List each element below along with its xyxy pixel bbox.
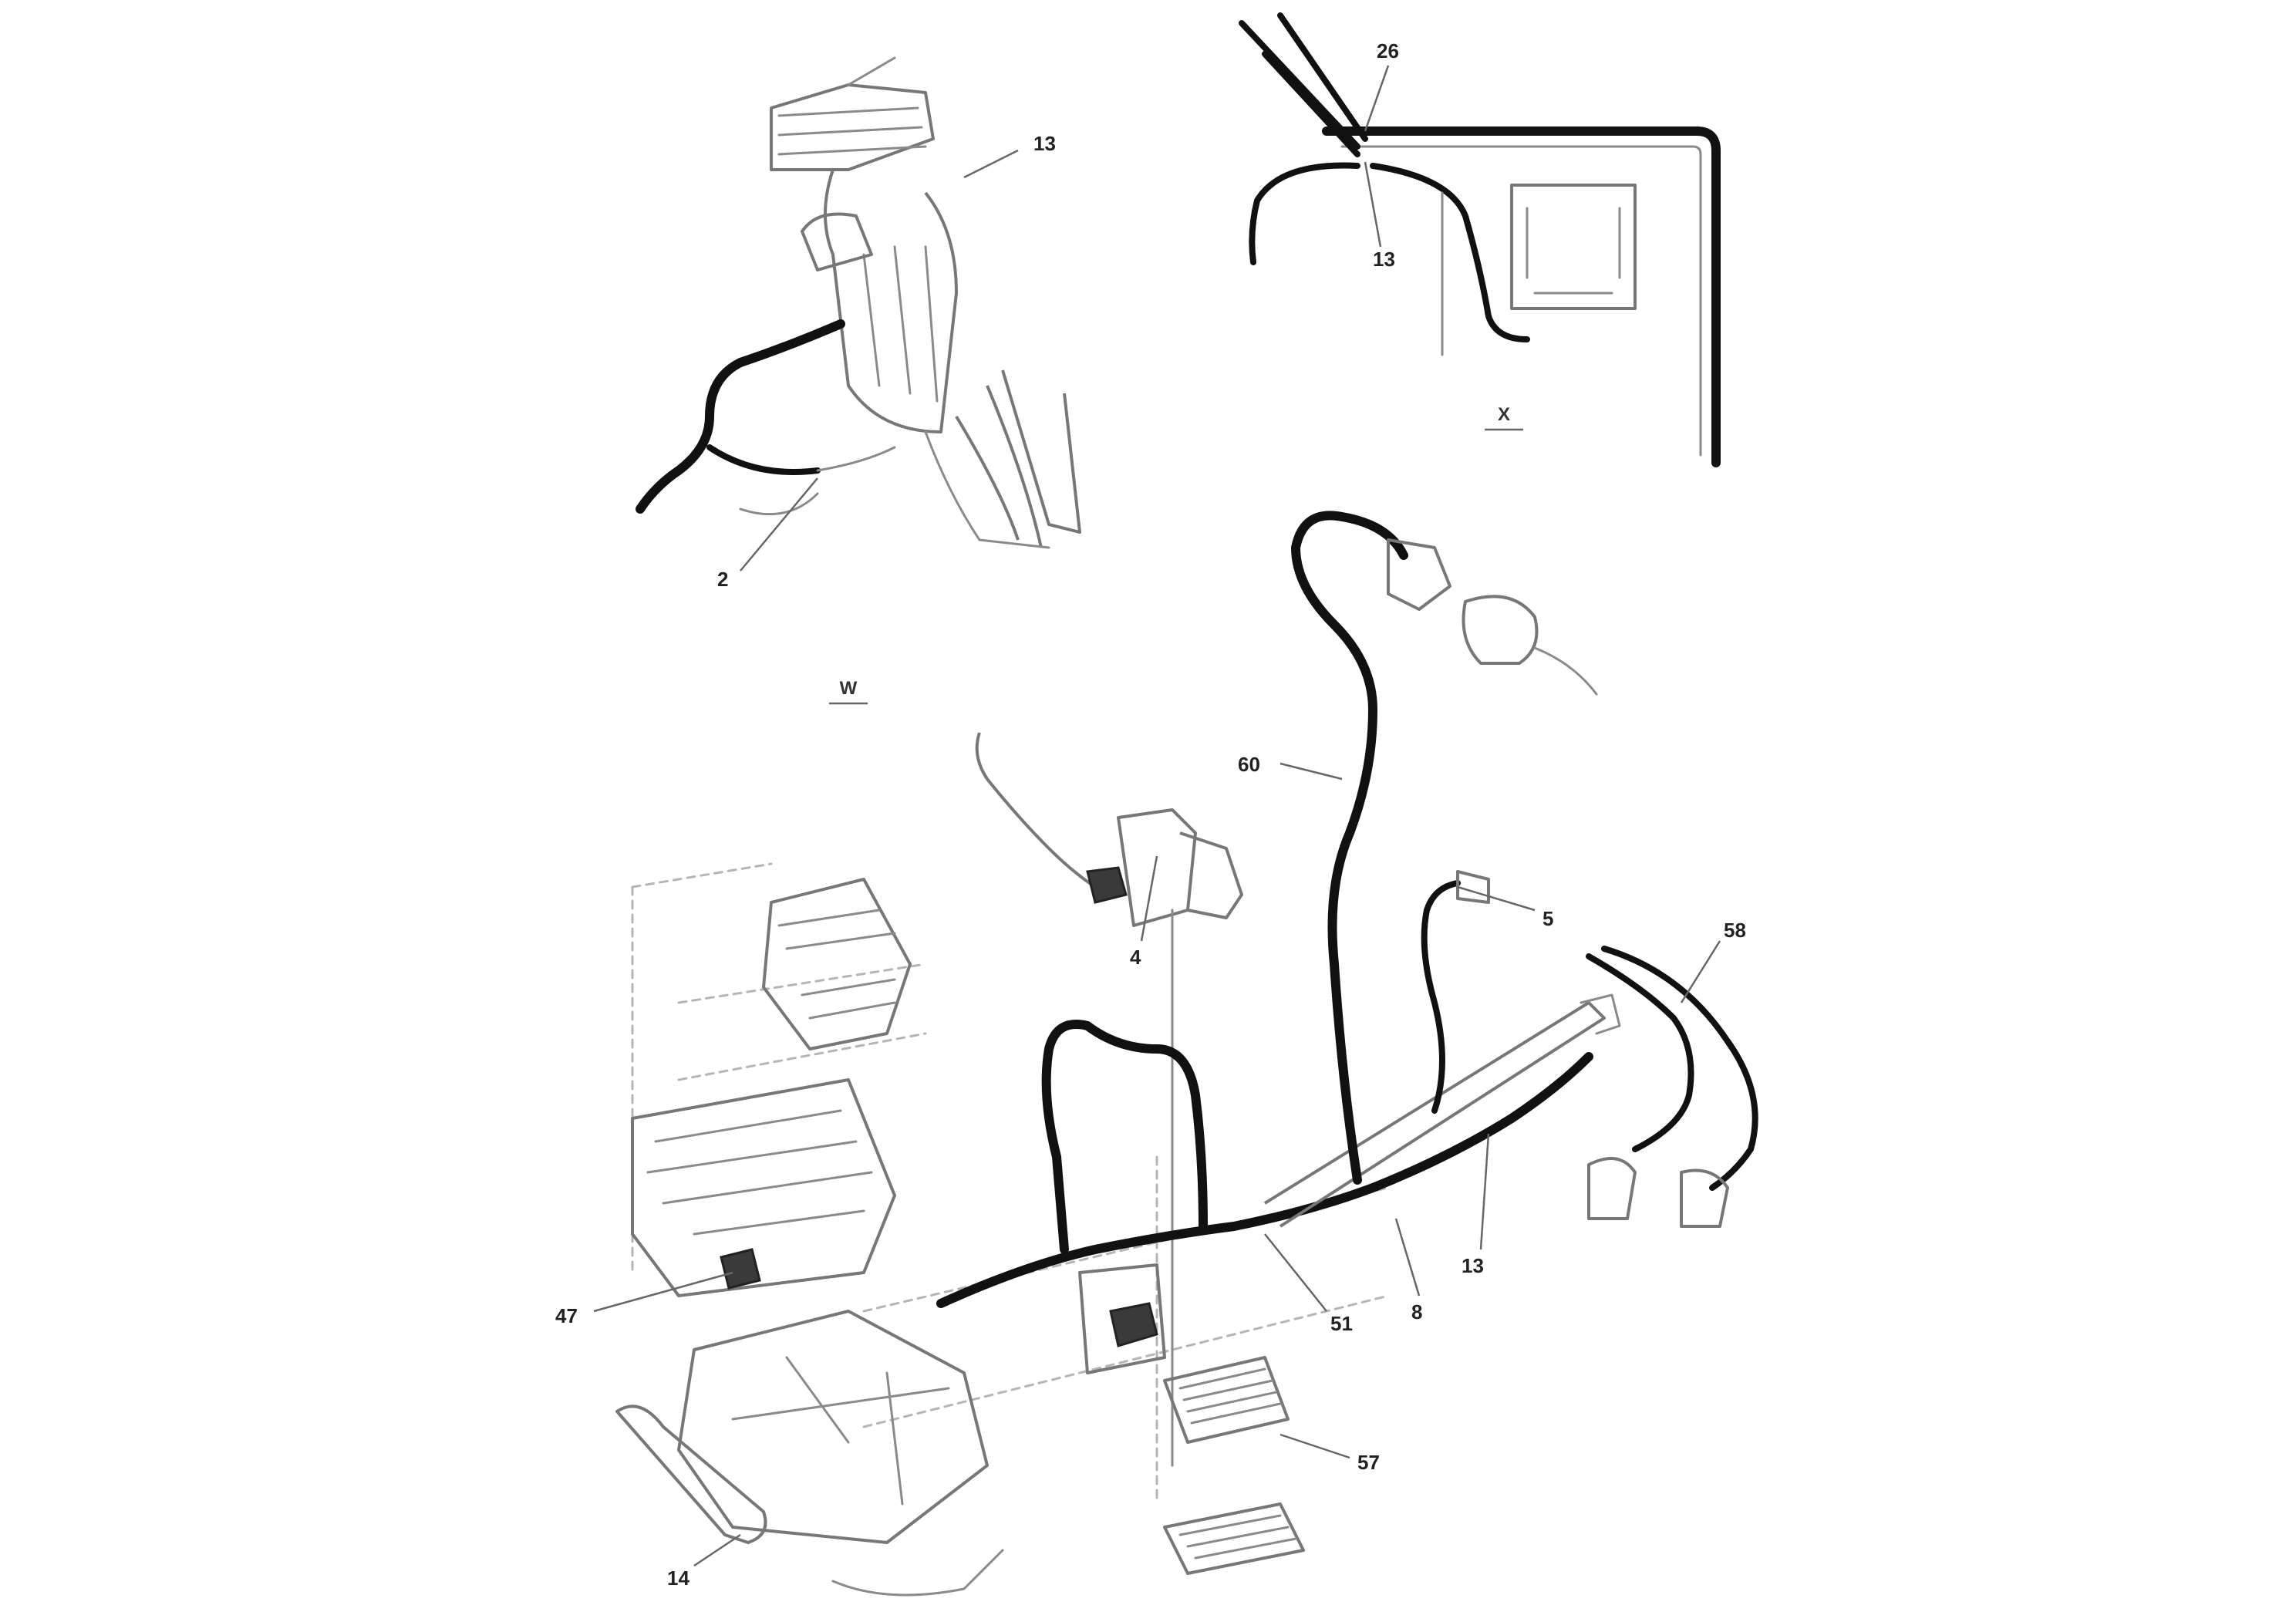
callout-2: 2: [717, 568, 728, 591]
step-plate-upper: [1163, 1356, 1290, 1444]
callout-51: 51: [1330, 1312, 1353, 1335]
frame-rail-inner: [1340, 145, 1702, 457]
leader-c6: [1457, 885, 1536, 912]
main-assembly: [593, 511, 1758, 1597]
leader-c2: [740, 477, 818, 572]
leader-c8: [1680, 940, 1721, 1003]
lower-bracket-detail: [731, 1356, 950, 1506]
harness-x-drop: [1370, 163, 1530, 342]
bracket-center: [1117, 808, 1197, 927]
leader-c7: [1140, 855, 1158, 942]
harness-5: [1421, 880, 1461, 1114]
main-harness: [936, 1052, 1593, 1308]
frame-outline-left: [631, 862, 927, 1274]
cable-x-3: [1277, 12, 1368, 142]
harness-conduit-end: [1580, 993, 1621, 1035]
callout-26: 26: [1377, 39, 1399, 62]
harness-w-branch: [706, 444, 821, 475]
connector-box-x: [1510, 184, 1637, 310]
control-block-lower: [631, 1078, 896, 1297]
callout-5: 5: [1542, 907, 1553, 930]
leader-c9: [1394, 1218, 1421, 1297]
callout-13-upper: 13: [1033, 132, 1056, 155]
connector-60a: [1387, 538, 1451, 611]
frame-rail-outer: [1322, 126, 1721, 467]
callout-13-lower: 13: [1462, 1254, 1484, 1277]
harness-60: [1291, 511, 1408, 1185]
cable-strands-w: [862, 245, 939, 403]
leader-c5: [1279, 762, 1343, 781]
cable-x-2: [1262, 51, 1360, 157]
callout-13-view-x: 13: [1373, 248, 1395, 271]
connector-5: [1456, 870, 1490, 904]
sensor-connector: [1086, 866, 1128, 904]
step-plate-upper-ribs: [1178, 1367, 1282, 1425]
bracket-lower-center: [1078, 1263, 1166, 1374]
bracket-right-small: [1179, 831, 1243, 919]
control-block-lower-detail: [646, 1109, 873, 1236]
leader-c10: [1479, 1133, 1490, 1250]
cable-bundle-w: [824, 169, 958, 433]
lower-bracket: [677, 1310, 989, 1544]
leader-c11: [593, 1271, 733, 1313]
control-block-upper: [762, 878, 912, 1050]
leader-c13: [1279, 1433, 1350, 1459]
view-label-w: W: [840, 678, 858, 699]
cable-x-1: [1239, 20, 1360, 150]
connector-box-pins: [1526, 207, 1621, 295]
sensor-hook: [975, 732, 1097, 889]
detail-view-x: [1239, 12, 1721, 467]
control-block-detail: [777, 909, 896, 1020]
harness-w: [636, 319, 845, 514]
connector-pins: [777, 106, 927, 156]
step-plate-lower: [1163, 1502, 1305, 1575]
callout-4: 4: [1130, 946, 1141, 969]
harness-58b: [1601, 946, 1758, 1191]
harness-left-loop: [1041, 1020, 1208, 1254]
cable-clamp: [801, 212, 873, 271]
harness-x-loop: [1249, 162, 1360, 265]
callout-60: 60: [1238, 753, 1260, 776]
hoses-lower: [955, 369, 1081, 548]
hose-outline: [924, 430, 1050, 549]
harness-conduit: [1263, 1001, 1606, 1228]
callout-58: 58: [1724, 919, 1746, 942]
connector-58a: [1587, 1157, 1637, 1220]
callout-8: 8: [1411, 1300, 1422, 1324]
harness-w-end: [739, 446, 896, 516]
leader-c14: [693, 1533, 741, 1567]
view-label-x: X: [1498, 404, 1510, 425]
callout-14: 14: [667, 1566, 689, 1590]
leader-c12: [1264, 1233, 1327, 1312]
connector-60b: [1462, 595, 1539, 665]
leader-c4: [1364, 161, 1382, 248]
pointer-line-top: [847, 56, 896, 86]
lever-part: [615, 1404, 767, 1544]
bottom-curve: [831, 1549, 1004, 1597]
connector-58b: [1680, 1168, 1729, 1228]
callout-57: 57: [1357, 1451, 1380, 1474]
step-plate-lower-ribs: [1178, 1514, 1297, 1560]
relay-center: [1109, 1302, 1158, 1347]
connector-60-tail: [1533, 646, 1598, 696]
relay-left: [720, 1248, 761, 1290]
leader-c1: [963, 149, 1019, 179]
callout-47: 47: [555, 1304, 578, 1327]
harness-58a: [1586, 953, 1694, 1152]
leader-c3: [1364, 65, 1390, 132]
detail-view-w: [636, 56, 1081, 572]
